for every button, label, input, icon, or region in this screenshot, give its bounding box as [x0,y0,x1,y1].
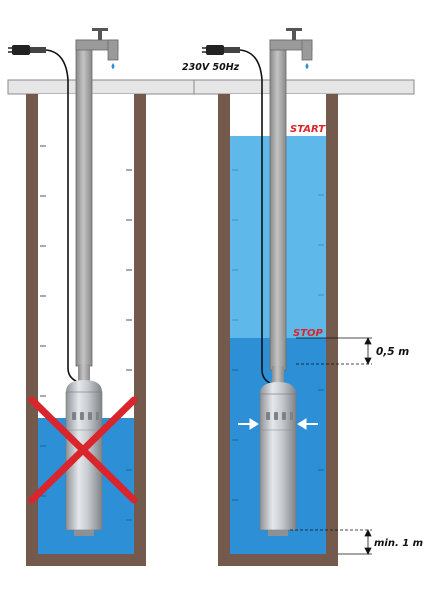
left-well-wall-right [134,94,146,566]
right-ground-slab [193,79,415,95]
right-submersible-pump [259,366,297,536]
gap-dimension [296,337,372,365]
water-tap-icon [269,28,313,61]
min-depth-dimension [290,529,372,555]
power-plug-icon [202,45,240,55]
power-plug-icon [8,45,46,55]
left-well [7,28,205,566]
left-well-wall-left [26,94,38,566]
water-tap-icon [75,28,119,61]
stop-label: STOP [293,328,324,339]
water-drop-icon [305,63,309,69]
left-ground-slab [7,79,205,95]
wrong-cross-icon [28,396,138,504]
inflow-arrow-icon [238,418,318,430]
right-well: START STOP 230V 50Hz 0,5 m min. 1 m [182,28,423,566]
voltage-label: 230V 50Hz [182,62,240,73]
right-well-bottom [218,554,338,566]
left-well-bottom [26,554,146,566]
start-label: START [290,124,326,135]
water-drop-icon [111,63,115,69]
right-power-cable [239,49,273,385]
right-well-wall-left [218,94,230,566]
left-riser-pipe [75,39,93,367]
gap-label: 0,5 m [376,346,409,358]
left-power-cable [45,49,79,383]
right-well-wall-right [326,94,338,566]
min-depth-label: min. 1 m [374,538,423,549]
right-riser-pipe [269,39,287,371]
